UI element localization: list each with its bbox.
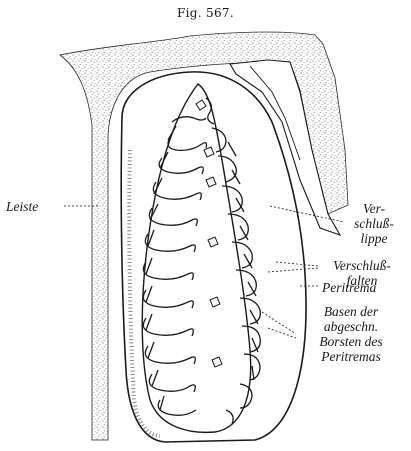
label-basen-line1: Basen der bbox=[296, 304, 406, 319]
verschlussfalten-left bbox=[143, 117, 206, 416]
label-verschlusslippe-line3: lippe bbox=[342, 231, 406, 246]
stigma-slit bbox=[142, 84, 250, 432]
label-verschlusslippe: Ver- schluß- lippe bbox=[342, 201, 406, 246]
verschlussfalten-right bbox=[206, 98, 260, 424]
label-basen-line4: Peritremas bbox=[296, 349, 406, 364]
label-leiste: Leiste bbox=[6, 199, 38, 214]
label-verschlusslippe-line2: schluß- bbox=[342, 216, 406, 231]
label-verschlussfalten-line1: Verschluß- bbox=[320, 258, 404, 273]
label-basen-line2: abgeschn. bbox=[296, 319, 406, 334]
label-basen-line3: Borsten des bbox=[296, 334, 406, 349]
label-verschlusslippe-line1: Ver- bbox=[342, 201, 406, 216]
label-basen: Basen der abgeschn. Borsten des Peritrem… bbox=[296, 304, 406, 364]
peritrema-outline bbox=[121, 72, 306, 442]
label-peritrema: Peritrema bbox=[322, 280, 376, 295]
leiste-frame bbox=[60, 32, 348, 440]
